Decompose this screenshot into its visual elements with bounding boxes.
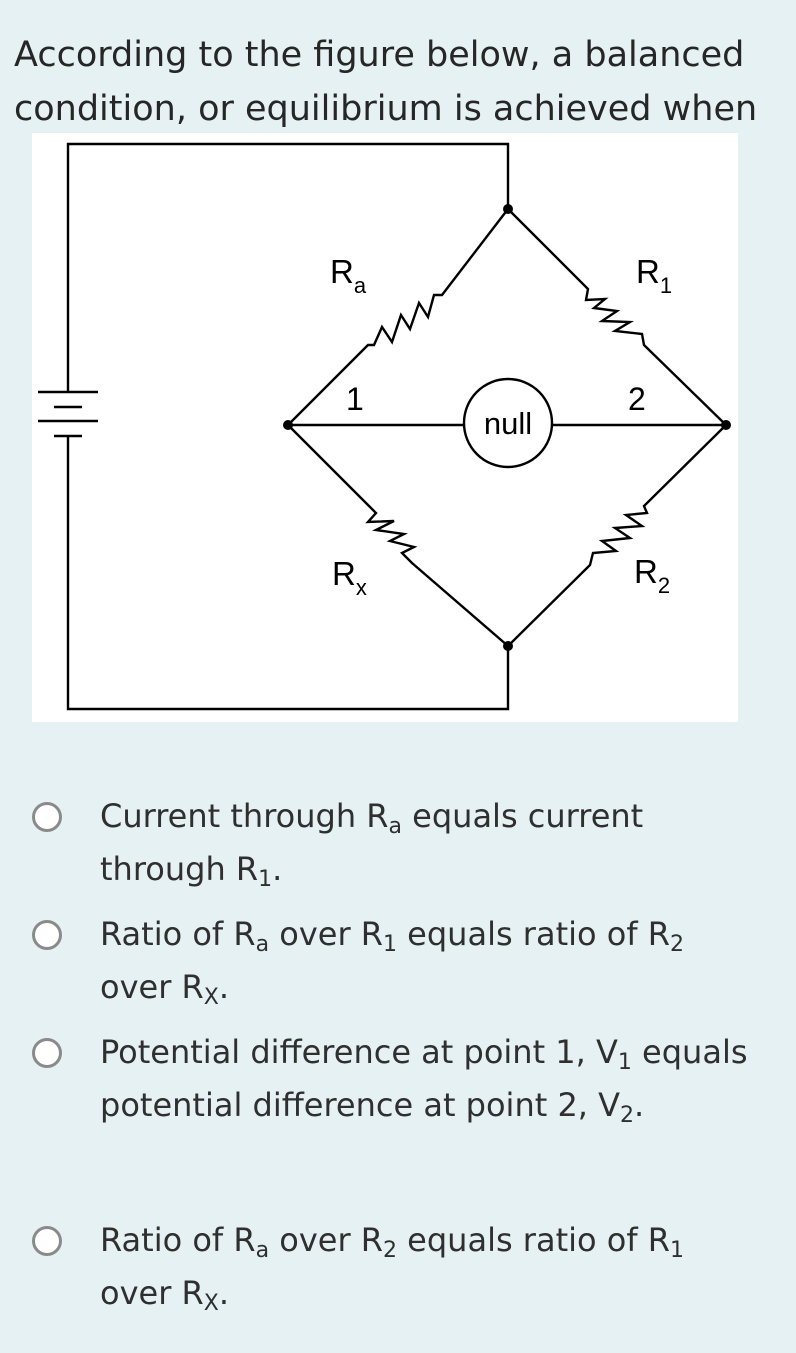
wire-bottom [66, 437, 510, 711]
radio-button-icon[interactable] [32, 1038, 62, 1068]
radio-button-icon[interactable] [32, 802, 62, 832]
option-3-text: Potential difference at point 1, V1 equa… [100, 1033, 748, 1128]
node-left [283, 420, 293, 430]
wheatstone-bridge-figure: Ra R1 Rx R2 1 2 null [32, 133, 738, 722]
resistor-r2-arm [507, 424, 727, 647]
radio-button-icon[interactable] [32, 920, 62, 950]
option-4-text: Ratio of Ra over R2 equals ratio of R1 o… [100, 1221, 684, 1316]
bridge-circuit-diagram: Ra R1 Rx R2 1 2 null [38, 142, 731, 711]
resistor-rx-arm [287, 424, 509, 647]
option-2-text: Ratio of Ra over R1 equals ratio of R2 o… [100, 915, 684, 1010]
node-top [503, 204, 513, 214]
node-right [721, 420, 731, 430]
question-text: According to the figure below, a balance… [14, 35, 758, 129]
resistor-ra-arm [287, 208, 509, 426]
null-meter-circle [462, 377, 554, 469]
label-point-1: 1 [346, 381, 364, 417]
label-r1: R1 [636, 253, 672, 298]
label-point-2: 2 [628, 381, 646, 417]
wire-top [66, 142, 510, 391]
label-ra: Ra [330, 253, 367, 298]
label-r2: R2 [634, 553, 670, 598]
option-1-text: Current through Ra equals current throug… [100, 797, 644, 892]
resistor-r1-arm [507, 208, 727, 426]
node-bottom [503, 641, 513, 651]
label-rx: Rx [332, 555, 367, 600]
radio-button-icon[interactable] [32, 1226, 62, 1256]
null-meter-label: null [484, 406, 532, 441]
